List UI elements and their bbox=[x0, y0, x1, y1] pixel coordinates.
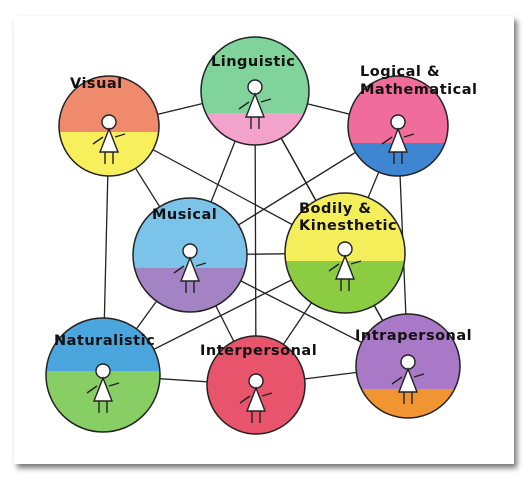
node-interpersonal bbox=[206, 335, 306, 435]
label-bodily: Bodily & Kinesthetic bbox=[299, 201, 398, 234]
node-visual-outline bbox=[58, 75, 160, 177]
node-intrapersonal-outline bbox=[355, 313, 461, 419]
label-intrapersonal: Intrapersonal bbox=[355, 328, 473, 344]
node-interpersonal-figure-icon bbox=[239, 373, 273, 423]
label-visual: Visual bbox=[70, 76, 123, 92]
node-logical bbox=[347, 75, 449, 177]
node-layer bbox=[45, 36, 461, 435]
label-musical: Musical bbox=[152, 207, 218, 223]
node-linguistic bbox=[200, 36, 310, 146]
node-naturalistic-figure-icon bbox=[86, 363, 120, 413]
node-visual-figure-icon bbox=[92, 114, 126, 164]
node-bodily bbox=[284, 192, 406, 314]
node-naturalistic-outline bbox=[45, 317, 161, 433]
node-logical-figure-icon bbox=[381, 114, 415, 164]
label-linguistic: Linguistic bbox=[211, 54, 296, 70]
node-linguistic-figure-icon bbox=[238, 79, 272, 129]
label-naturalistic: Naturalistic bbox=[54, 333, 156, 349]
node-musical-figure-icon bbox=[173, 243, 207, 293]
node-logical-outline bbox=[347, 75, 449, 177]
label-logical: Logical & Mathematical bbox=[360, 64, 478, 98]
node-musical-outline bbox=[132, 197, 248, 313]
node-linguistic-outline bbox=[200, 36, 310, 146]
node-interpersonal-outline bbox=[206, 335, 306, 435]
node-bodily-outline bbox=[284, 192, 406, 314]
node-bodily-figure-icon bbox=[328, 241, 362, 291]
node-intrapersonal-figure-icon bbox=[391, 354, 425, 404]
label-interpersonal: Interpersonal bbox=[200, 343, 318, 359]
node-visual bbox=[58, 75, 160, 177]
